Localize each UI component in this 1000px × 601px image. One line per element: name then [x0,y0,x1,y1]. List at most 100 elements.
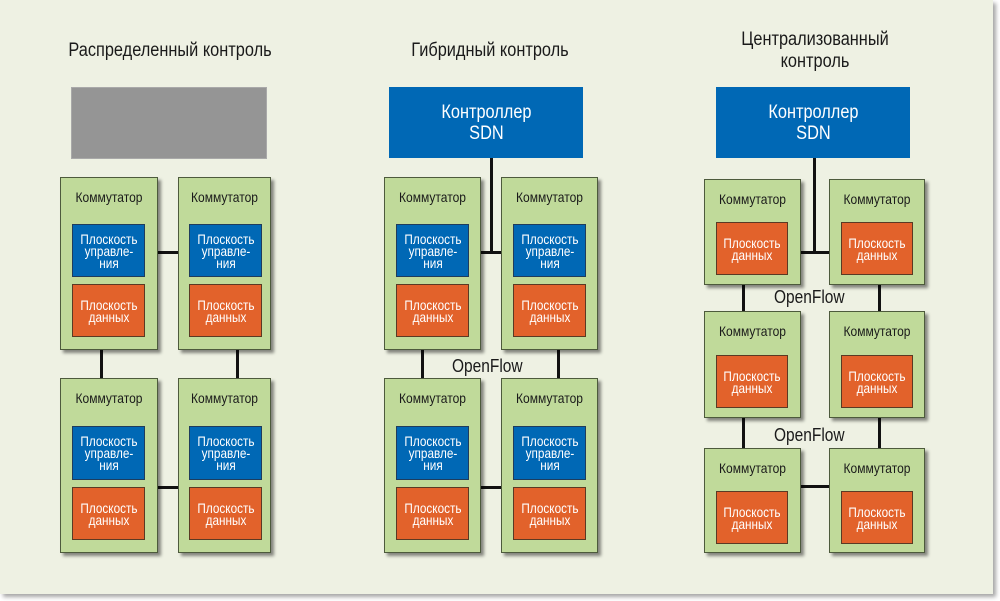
link [481,486,501,489]
link [490,158,493,253]
sdn-controller: Контроллер SDN [716,87,910,158]
switch: Коммутатор Плоскость данных [704,179,801,285]
link [801,251,829,254]
sdn-controller-label: Контроллер SDN [767,101,859,144]
control-plane: Плоскость управле- ния [396,224,469,277]
switch: Коммутатор Плоскость данных [829,448,925,553]
data-plane: Плоскость данных [72,487,145,540]
switch: Коммутатор Плоскость управле- ния Плоско… [501,378,598,553]
switch: Коммутатор Плоскость управле- ния Плоско… [60,378,158,553]
switch: Коммутатор Плоскость данных [829,179,925,285]
switch-label: Коммутатор [843,191,911,207]
openflow-label: OpenFlow [452,356,523,376]
switch-label: Коммутатор [75,390,143,406]
data-plane-label: Плоскость данных [79,499,138,528]
control-plane: Плоскость управле- ния [72,224,145,277]
data-plane: Плоскость данных [841,355,913,408]
control-plane-label: Плоскость управле- ния [403,230,462,271]
title-distributed: Распределенный контроль [68,40,272,61]
control-plane: Плоскость управле- ния [513,426,586,480]
link [100,349,103,378]
title-centralized: Централизованный контроль [741,29,889,72]
data-plane: Плоскость данных [396,487,469,540]
data-plane-label: Плоскость данных [196,499,255,528]
control-plane: Плоскость управле- ния [396,426,469,480]
link [158,486,178,489]
data-plane-label: Плоскость данных [723,503,781,532]
link [742,418,745,448]
link [236,349,239,378]
data-plane: Плоскость данных [396,284,469,337]
link [878,285,881,311]
data-plane-label: Плоскость данных [520,499,579,528]
data-plane: Плоскость данных [716,222,788,275]
data-plane: Плоскость данных [72,284,145,337]
switch-label: Коммутатор [718,191,786,207]
data-plane-label: Плоскость данных [848,503,906,532]
control-plane: Плоскость управле- ния [189,426,262,480]
switch: Коммутатор Плоскость управле- ния Плоско… [384,378,481,553]
link [557,350,560,378]
switch-label: Коммутатор [398,189,466,205]
switch-label: Коммутатор [843,323,911,339]
sdn-controller-label: Контроллер SDN [440,101,532,144]
title-hybrid: Гибридный контроль [411,40,569,61]
control-plane: Плоскость управле- ния [72,426,145,480]
empty-controller-placeholder [71,87,267,159]
data-plane-label: Плоскость данных [723,234,781,263]
switch-label: Коммутатор [718,460,786,476]
control-plane-label: Плоскость управле- ния [403,433,462,473]
switch: Коммутатор Плоскость данных [829,311,925,418]
switch: Коммутатор Плоскость данных [704,311,801,418]
data-plane-label: Плоскость данных [723,367,781,396]
data-plane-label: Плоскость данных [196,296,255,325]
switch-label: Коммутатор [515,189,583,205]
link [421,350,424,378]
data-plane-label: Плоскость данных [520,296,579,325]
control-plane-label: Плоскость управле- ния [520,433,579,473]
link [158,251,178,254]
openflow-label: OpenFlow [774,287,845,307]
link [878,418,881,448]
data-plane-label: Плоскость данных [848,234,906,263]
data-plane: Плоскость данных [513,284,586,337]
data-plane: Плоскость данных [513,487,586,540]
data-plane-label: Плоскость данных [403,296,462,325]
data-plane: Плоскость данных [189,487,262,540]
switch-label: Коммутатор [398,390,466,406]
sdn-controller: Контроллер SDN [389,87,583,158]
switch-label: Коммутатор [718,323,786,339]
data-plane: Плоскость данных [841,491,913,544]
data-plane: Плоскость данных [716,491,788,544]
link [801,485,829,488]
switch: Коммутатор Плоскость управле- ния Плоско… [178,378,271,553]
control-plane-label: Плоскость управле- ния [520,230,579,271]
switch: Коммутатор Плоскость управле- ния Плоско… [501,177,598,350]
data-plane-label: Плоскость данных [848,367,906,396]
link [742,285,745,311]
switch-label: Коммутатор [75,189,143,205]
link [813,158,816,253]
switch: Коммутатор Плоскость данных [704,448,801,553]
control-plane-label: Плоскость управле- ния [79,230,138,271]
switch-label: Коммутатор [515,390,583,406]
control-plane-label: Плоскость управле- ния [79,433,138,473]
switch-label: Коммутатор [843,460,911,476]
switch: Коммутатор Плоскость управле- ния Плоско… [384,177,481,350]
openflow-label: OpenFlow [774,425,845,445]
switch-label: Коммутатор [190,189,258,205]
switch-label: Коммутатор [190,390,258,406]
control-plane-label: Плоскость управле- ния [196,433,255,473]
switch: Коммутатор Плоскость управле- ния Плоско… [60,177,158,350]
switch: Коммутатор Плоскость управле- ния Плоско… [178,177,271,350]
control-plane: Плоскость управле- ния [513,224,586,277]
data-plane: Плоскость данных [189,284,262,337]
data-plane: Плоскость данных [716,355,788,408]
data-plane-label: Плоскость данных [403,499,462,528]
data-plane-label: Плоскость данных [79,296,138,325]
control-plane: Плоскость управле- ния [189,224,262,277]
control-plane-label: Плоскость управле- ния [196,230,255,271]
data-plane: Плоскость данных [841,222,913,275]
link [481,251,501,254]
